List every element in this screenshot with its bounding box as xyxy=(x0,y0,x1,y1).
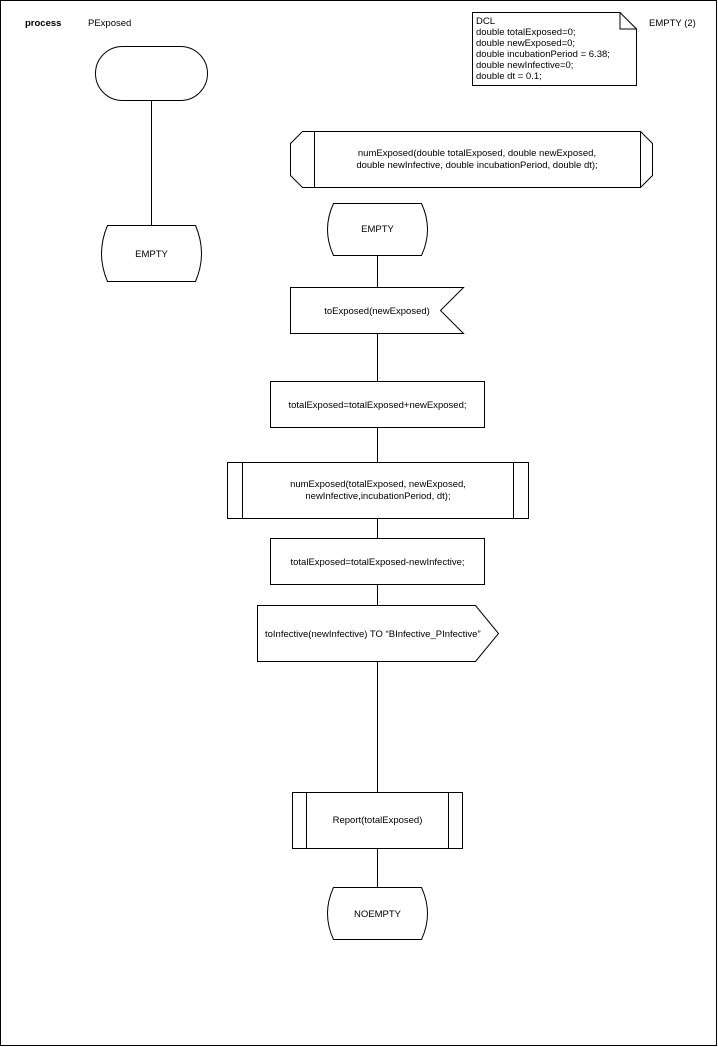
procedure-call-line: numExposed(totalExposed, newExposed, xyxy=(290,479,466,490)
procedure-call-symbol[interactable]: numExposed(totalExposed, newExposed, new… xyxy=(227,462,529,519)
next-state-label: NOEMPTY xyxy=(354,909,402,920)
input-signal-label: toExposed(newExposed) xyxy=(324,306,430,317)
page-reference: EMPTY (2) xyxy=(649,18,696,29)
dcl-line: double totalExposed=0; xyxy=(476,27,576,38)
dcl-line: double newInfective=0; xyxy=(476,60,573,71)
input-signal-symbol[interactable]: toExposed(newExposed) xyxy=(290,287,465,334)
state-symbol-empty-left[interactable]: EMPTY xyxy=(101,225,202,282)
state-label: EMPTY xyxy=(135,249,168,260)
state-symbol-noempty[interactable]: NOEMPTY xyxy=(327,887,428,940)
procedure-call-line: newInfective,incubationPeriod, dt); xyxy=(305,491,450,502)
task-label: totalExposed=totalExposed+newExposed; xyxy=(289,400,467,411)
state-symbol-empty[interactable]: EMPTY xyxy=(327,203,428,256)
task-symbol-subtract-infective[interactable]: totalExposed=totalExposed-newInfective; xyxy=(270,538,485,585)
process-keyword: process xyxy=(25,18,61,29)
report-call-label: Report(totalExposed) xyxy=(333,815,423,826)
dcl-line: DCL xyxy=(476,16,495,27)
process-name: PExposed xyxy=(88,18,131,29)
dcl-line: double incubationPeriod = 6.38; xyxy=(476,49,610,60)
dcl-text-symbol[interactable]: DCL double totalExposed=0; double newExp… xyxy=(472,12,637,86)
task-symbol-add-exposed[interactable]: totalExposed=totalExposed+newExposed; xyxy=(270,381,485,428)
report-call-symbol[interactable]: Report(totalExposed) xyxy=(292,792,463,849)
state-label: EMPTY xyxy=(361,224,394,235)
procedure-definition-line: double newInfective, double incubationPe… xyxy=(356,160,597,171)
procedure-definition-symbol[interactable]: numExposed(double totalExposed, double n… xyxy=(290,131,653,188)
dcl-line: double newExposed=0; xyxy=(476,38,575,49)
output-signal-symbol[interactable]: toInfective(newInfective) TO “BInfective… xyxy=(257,605,500,662)
start-symbol[interactable] xyxy=(95,46,208,101)
task-label: totalExposed=totalExposed-newInfective; xyxy=(290,557,464,568)
output-signal-label: toInfective(newInfective) TO “BInfective… xyxy=(265,629,481,640)
procedure-definition-line: numExposed(double totalExposed, double n… xyxy=(358,148,596,159)
dcl-line: double dt = 0.1; xyxy=(476,71,542,82)
